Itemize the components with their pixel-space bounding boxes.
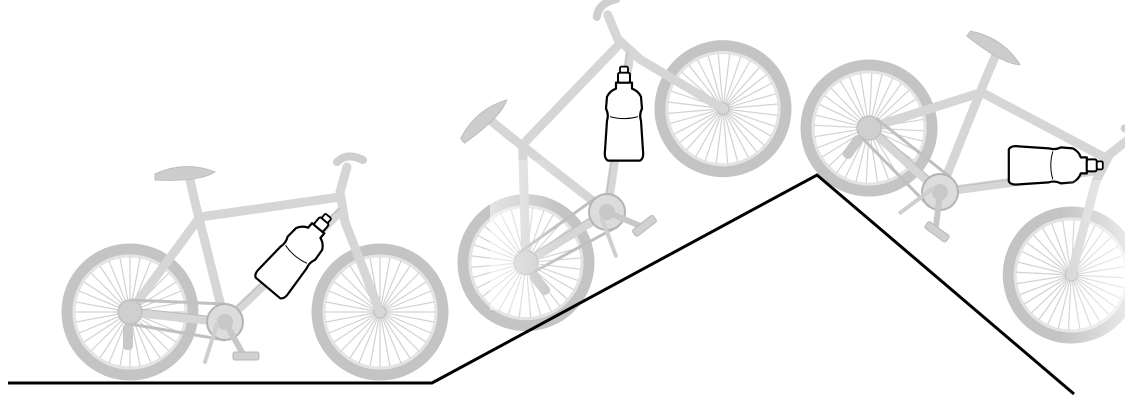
bicycle-icon [67, 156, 443, 375]
motion-fade-left [490, 160, 560, 310]
water-bottle-icon [605, 67, 643, 161]
motion-fade-right [1060, 180, 1125, 350]
bike-flat [67, 156, 443, 375]
